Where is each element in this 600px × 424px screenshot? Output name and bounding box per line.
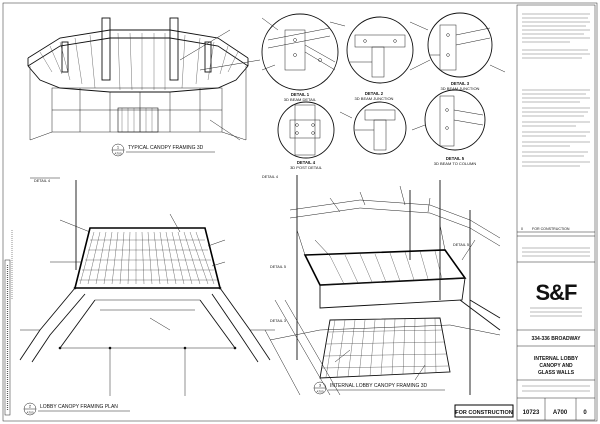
detail-4-label: DETAIL 4 [297,160,316,165]
drawing-title-line-2: CANOPY AND [539,363,573,369]
status-stamp-text: FOR CONSTRUCTION [455,410,512,416]
internal-canopy [303,249,467,309]
drawing-number: A700 [553,410,568,416]
callout-detail-4b: DETAIL 4 [262,175,278,179]
detail-2-vignette: DETAIL 2 3D BEAM JUNCTION [346,16,414,101]
view-internal-lobby-3d: DETAIL 5 DETAIL 3 DETAIL 5 DETAIL 4 3 A7… [262,175,501,396]
revision-letter: 0 [583,410,587,416]
view-1-number: 1 [117,145,120,150]
callout-detail-5: DETAIL 5 [270,265,286,269]
detail-5-vignette: DETAIL 5 3D BEAM TO COLUMN [424,89,486,166]
status-stamp: FOR CONSTRUCTION [454,404,514,418]
project-address: 334-336 BROADWAY [531,336,581,342]
detail-5-label: DETAIL 5 [446,156,465,161]
callout-detail-4a: DETAIL 4 [34,179,50,183]
details-area: DETAIL 1 3D BEAM DETAIL DETAIL 2 3D BEAM… [261,12,506,170]
detail-1-label: DETAIL 1 [291,92,310,97]
view-2-number: 2 [29,404,32,409]
view-lobby-canopy-plan: DETAIL 4 [19,177,275,416]
view-3-title: INTERNAL LOBBY CANOPY FRAMING 3D [330,383,428,389]
view-3-sheet: A700 [316,390,323,394]
detail-3-label: DETAIL 3 [451,81,470,86]
detail-5-sub: 3D BEAM TO COLUMN [434,161,477,166]
internal-floor-grid [319,317,451,379]
callout-detail-3: DETAIL 3 [270,319,286,323]
drawing-title-line-3: GLASS WALLS [538,370,575,376]
drawing-title-line-1: INTERNAL LOBBY [534,356,579,362]
revision-text: FOR CONSTRUCTION [532,227,570,231]
notes-column: 0 FOR CONSTRUCTION S&F 334-336 BROADWAY … [516,4,596,421]
detail-4-sub: 3D POST DETAIL [290,165,323,170]
job-number: 10723 [523,410,540,416]
callout-detail-5b: DETAIL 5 [453,243,469,247]
detail-3-vignette: DETAIL 3 3D BEAM JUNCTION [427,12,493,91]
detail-4-vignette: DETAIL 4 3D POST DETAIL [277,101,335,170]
view-2-title: LOBBY CANOPY FRAMING PLAN [40,404,118,410]
detail-1-sub: 3D BEAM DETAIL [284,97,317,102]
margin-notes [4,230,13,416]
detail-2-label: DETAIL 2 [365,91,384,96]
detail-3-sub: 3D BEAM JUNCTION [441,86,480,91]
view-1-title: TYPICAL CANOPY FRAMING 3D [128,145,204,151]
junction-vignette [353,101,407,155]
view-1-sheet: A700 [114,152,121,156]
detail-2-sub: 3D BEAM JUNCTION [355,96,394,101]
detail-1-vignette: DETAIL 1 3D BEAM DETAIL [261,13,339,102]
view-3-number: 3 [319,383,322,388]
revision-number: 0 [521,227,523,231]
view-typical-canopy-3d: 1 A700 TYPICAL CANOPY FRAMING 3D [27,17,261,157]
view-2-sheet: A700 [26,411,33,415]
firm-logo: S&F [536,280,578,305]
plan-canopy-grid [73,227,222,289]
